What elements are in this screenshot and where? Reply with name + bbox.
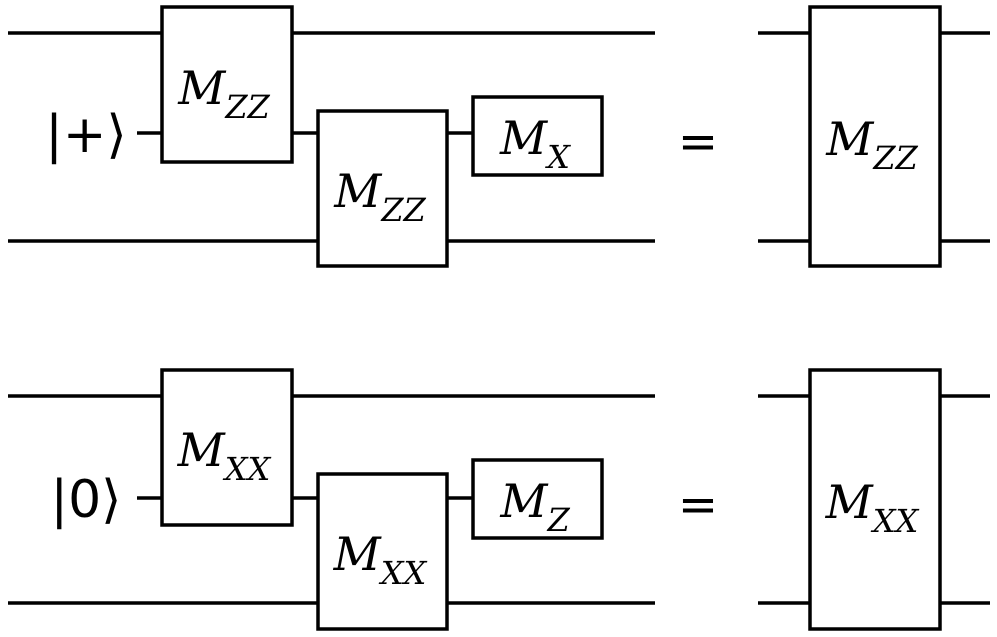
- bottom-gate-mxx-1: MXX: [160, 368, 294, 527]
- gate-base-label: M: [333, 527, 383, 581]
- svg-text:MZ: MZ: [499, 474, 570, 539]
- bottom-gate-mxx-2: MXX: [316, 472, 449, 631]
- gate-sub-label: X: [544, 138, 571, 176]
- svg-text:MXX: MXX: [177, 423, 272, 488]
- top-ancilla-state-label: |+⟩: [45, 105, 126, 165]
- gate-base-label: M: [825, 475, 875, 529]
- top-equals-sign: =: [678, 114, 718, 170]
- gate-sub-label: ZZ: [380, 191, 426, 229]
- bottom-gate-mz: MZ: [471, 458, 604, 540]
- gate-sub-label: ZZ: [872, 139, 918, 177]
- gate-sub-label: XX: [222, 450, 272, 488]
- gate-sub-label: XX: [870, 502, 920, 540]
- top-gate-mx: MX: [471, 95, 604, 177]
- svg-text:MZZ: MZZ: [333, 164, 426, 229]
- gate-sub-label: ZZ: [224, 88, 270, 126]
- gate-base-label: M: [825, 112, 875, 166]
- svg-text:MZZ: MZZ: [825, 112, 918, 177]
- bottom-equals-sign: =: [678, 477, 718, 533]
- svg-text:MXX: MXX: [825, 475, 920, 540]
- top-gate-mzz-1: MZZ: [160, 5, 294, 164]
- bottom-result-gate-mxx: MXX: [808, 368, 942, 631]
- gate-base-label: M: [333, 164, 383, 218]
- gate-base-label: M: [499, 474, 549, 528]
- bottom-ancilla-state-label: |0⟩: [51, 470, 122, 530]
- gate-base-label: M: [177, 61, 227, 115]
- svg-text:MZZ: MZZ: [177, 61, 270, 126]
- gate-base-label: M: [499, 111, 549, 165]
- top-circuit: |+⟩ MZZ MZZ MX =: [8, 5, 990, 268]
- top-result-gate-mzz: MZZ: [808, 5, 942, 268]
- top-gate-mzz-2: MZZ: [316, 109, 449, 268]
- svg-text:MXX: MXX: [333, 527, 428, 592]
- gate-base-label: M: [177, 423, 227, 477]
- bottom-circuit: |0⟩ MXX MXX MZ =: [8, 368, 990, 631]
- gate-sub-label: Z: [546, 501, 570, 539]
- svg-text:MX: MX: [499, 111, 571, 176]
- gate-sub-label: XX: [378, 554, 428, 592]
